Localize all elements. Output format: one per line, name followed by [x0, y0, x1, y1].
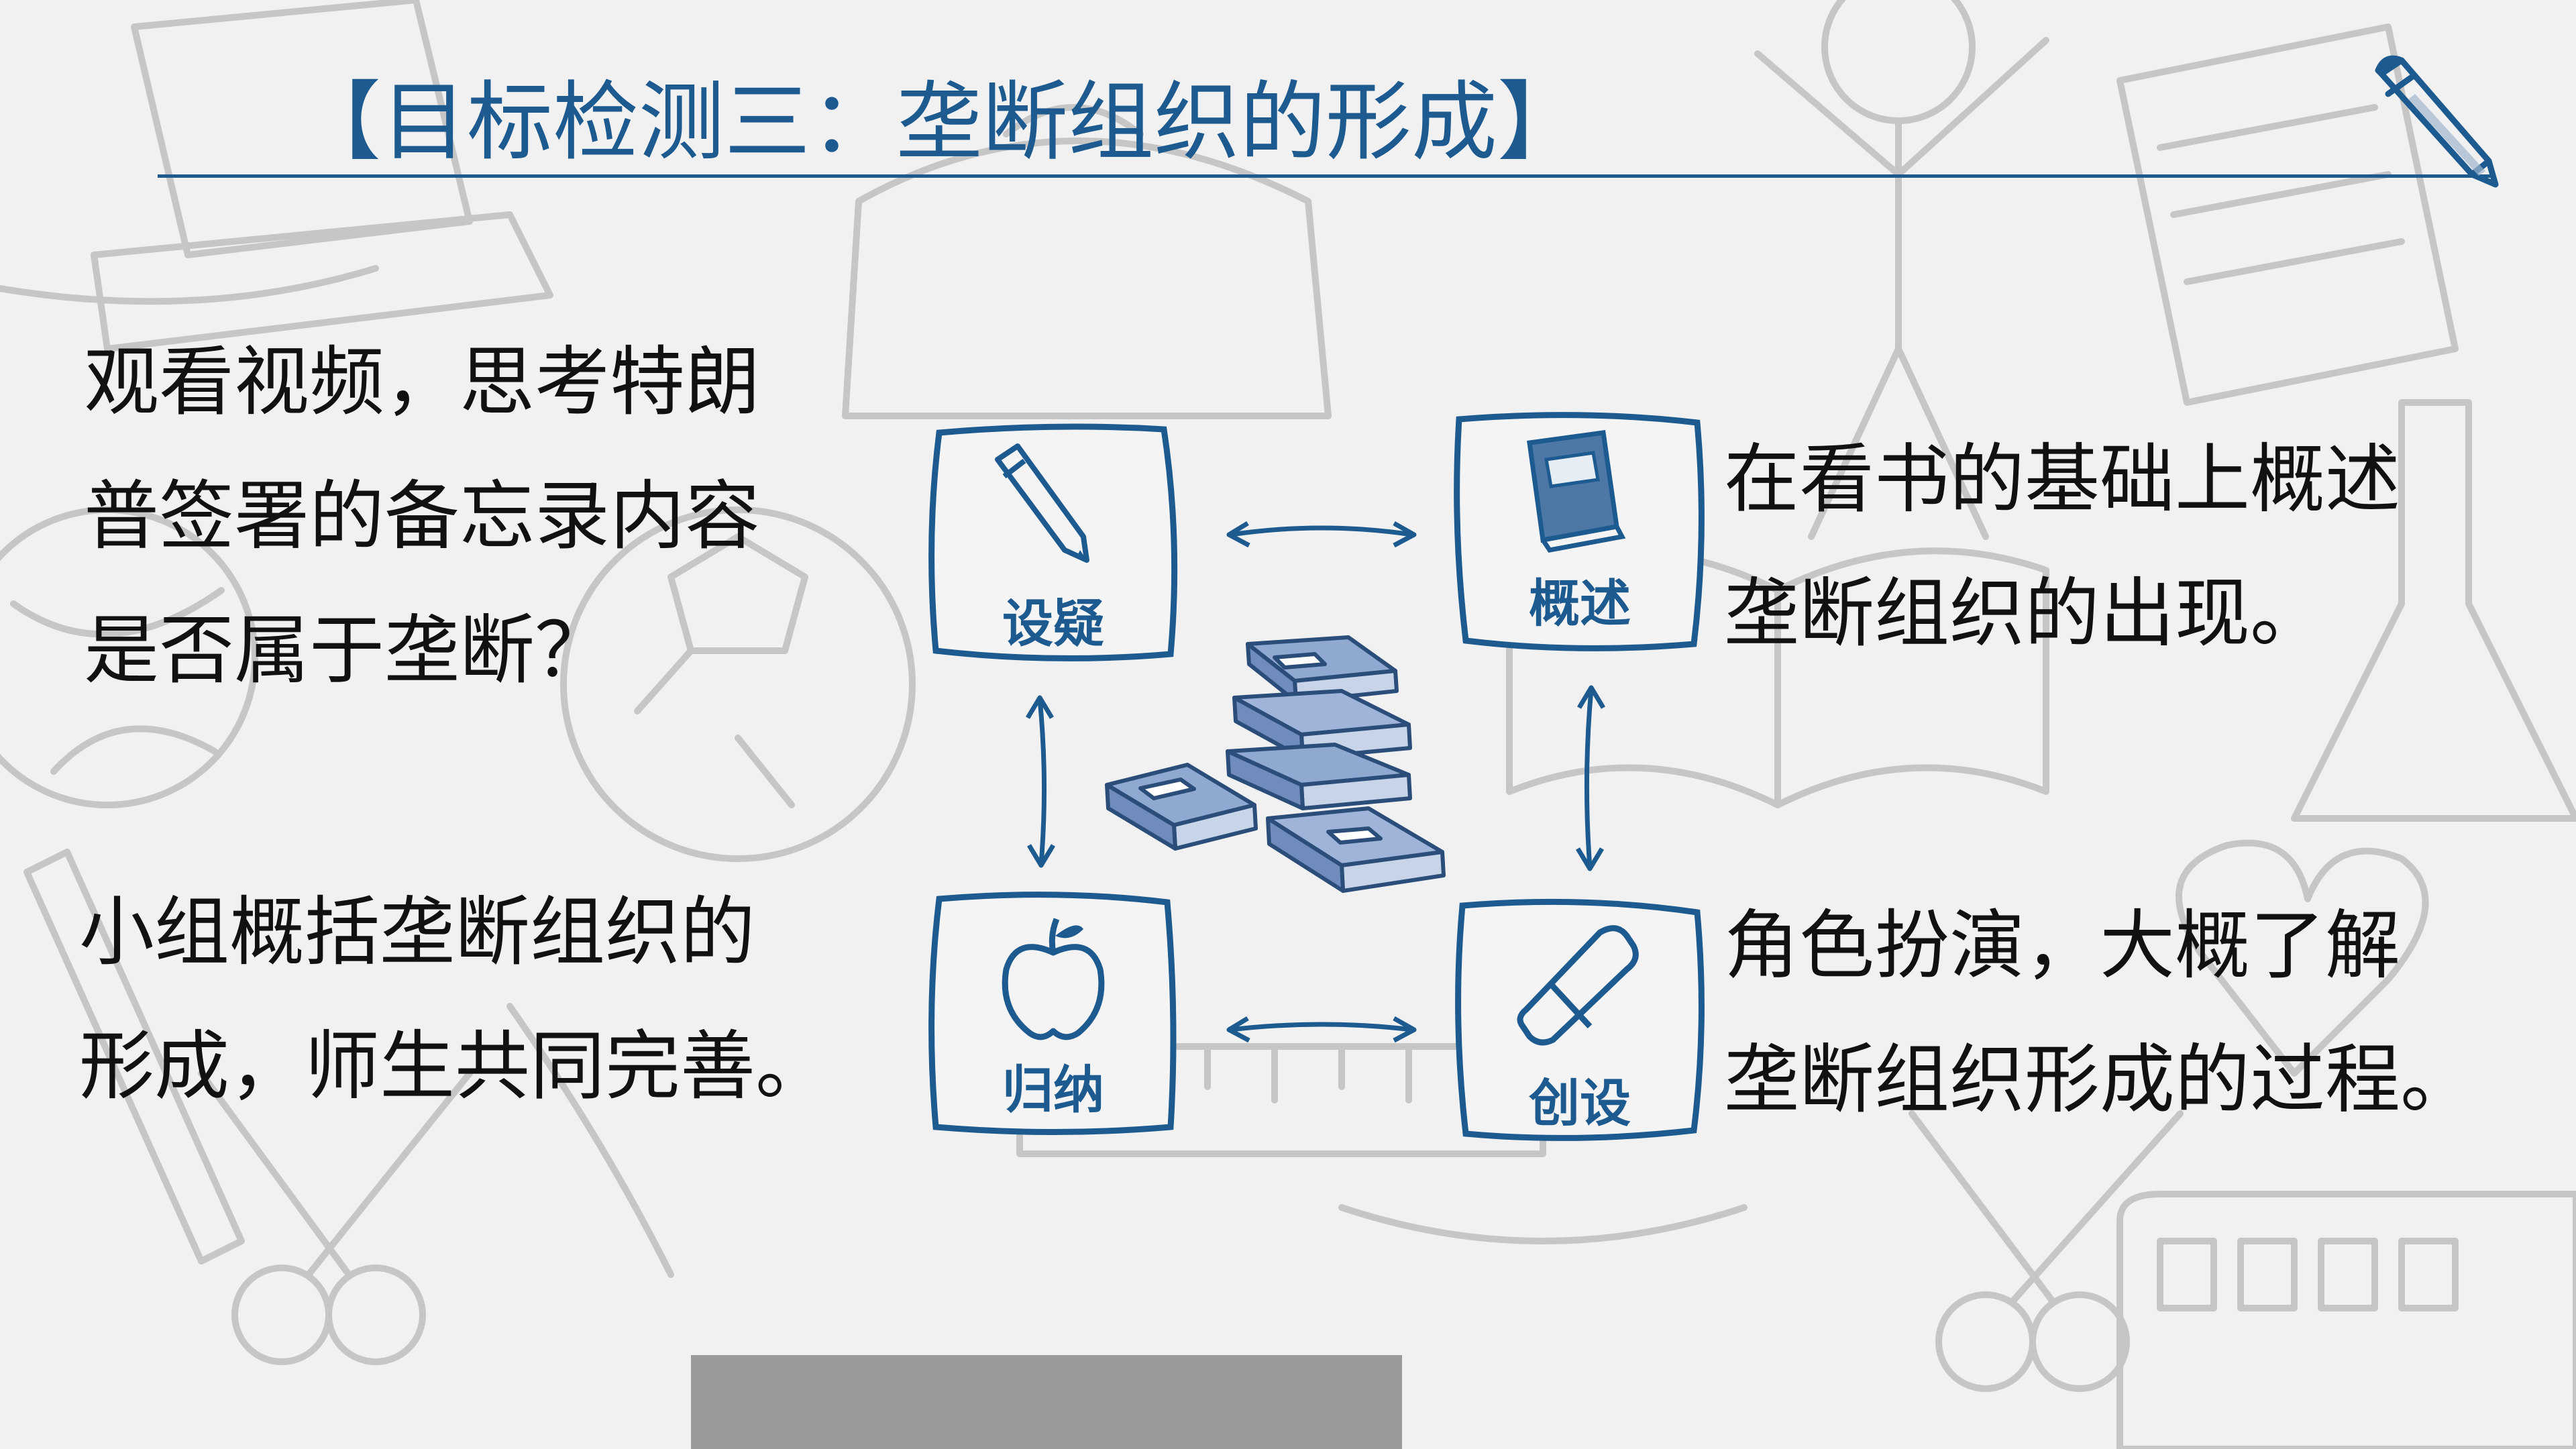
step-box-summary: 概述 — [1449, 406, 1711, 654]
backpack-doodle — [842, 104, 1332, 419]
paper-doodle — [2116, 23, 2459, 406]
left-bottom-paragraph: 小组概括垄断组织的 形成，师生共同完善。 — [79, 865, 830, 1134]
beaker-doodle — [2291, 399, 2576, 822]
scissors-doodle — [231, 1265, 332, 1365]
step-label-summary: 概述 — [1529, 574, 1631, 633]
left-top-paragraph: 观看视频，思考特朗 普签署的备忘录内容 是否属于垄断？ — [84, 315, 760, 718]
step-box-question: 设疑 — [922, 419, 1184, 667]
books-stack-icon — [1105, 635, 1446, 893]
soccer-ball-doodle — [560, 506, 916, 862]
step-label-create: 创设 — [1529, 1073, 1631, 1133]
apple-icon — [1002, 918, 1105, 1040]
paragraph-line: 垄断组织形成的过程。 — [1724, 1036, 2475, 1124]
book-icon — [1527, 430, 1626, 553]
bus-doodle — [2116, 1191, 2576, 1449]
pencil-icon — [995, 443, 1089, 563]
paragraph-line: 角色扮演，大概了解 — [1724, 902, 2400, 989]
arrow-horizontal-top — [1226, 521, 1417, 548]
dark-block-doodle — [691, 1355, 1402, 1449]
right-bottom-paragraph: 角色扮演，大概了解 垄断组织形成的过程。 — [1724, 879, 2475, 1147]
paragraph-line: 垄断组织的出现。 — [1724, 570, 2325, 657]
paragraph-line: 观看视频，思考特朗 — [84, 339, 760, 426]
arrow-horizontal-bottom — [1226, 1016, 1417, 1043]
step-box-induce: 归纳 — [922, 889, 1184, 1137]
laptop-doodle — [91, 0, 553, 352]
step-label-induce: 归纳 — [1002, 1060, 1104, 1120]
right-top-paragraph: 在看书的基础上概述 垄断组织的出现。 — [1724, 413, 2400, 681]
page-title: 【目标检测三：垄断组织的形成】 — [295, 72, 1584, 172]
paragraph-line: 小组概括垄断组织的 — [79, 889, 755, 976]
step-label-question: 设疑 — [1002, 594, 1104, 653]
paragraph-line: 普签署的备忘录内容 — [84, 473, 760, 560]
ball-doodle — [0, 506, 258, 808]
heart-doodle — [2176, 839, 2429, 1077]
arrow-vertical-left — [1025, 695, 1056, 868]
paragraph-line: 是否属于垄断？ — [84, 607, 610, 694]
pencil-doodle — [23, 849, 245, 1265]
step-box-create: 创设 — [1449, 896, 1711, 1144]
paragraph-line: 在看书的基础上概述 — [1724, 436, 2400, 523]
stick-figure-doodle — [1821, 0, 1976, 124]
pencil-icon — [2375, 55, 2499, 188]
title-underline — [158, 174, 2492, 178]
arrow-vertical-right — [1575, 685, 1606, 871]
paragraph-line: 形成，师生共同完善。 — [79, 1023, 830, 1110]
eraser-icon — [1517, 925, 1639, 1046]
